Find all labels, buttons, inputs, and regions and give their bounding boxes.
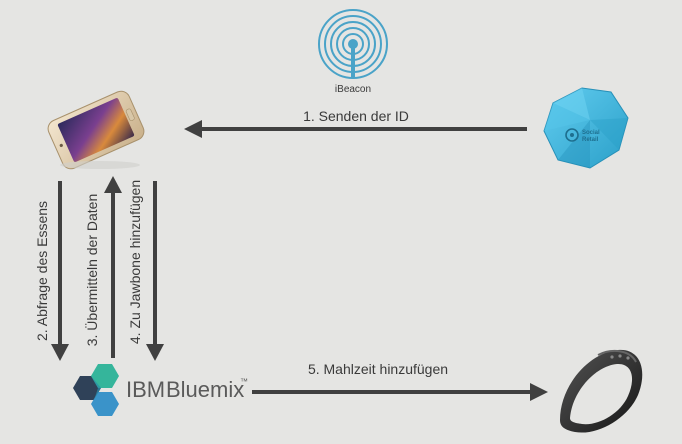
bluemix-logo-icon: [73, 364, 119, 416]
arrow-send-id: [184, 120, 527, 138]
ibeacon-caption: iBeacon: [335, 84, 371, 95]
smartphone-icon: [47, 90, 145, 170]
label-step4: 4. Zu Jawbone hinzufügen: [127, 180, 143, 344]
label-step5: 5. Mahlzeit hinzufügen: [308, 361, 448, 377]
label-step2: 2. Abfrage des Essens: [34, 201, 50, 341]
arrow-add-meal: [252, 383, 548, 401]
jawbone-band-icon: [560, 349, 643, 433]
arrow-request-food: [51, 181, 69, 361]
label-step3: 3. Übermitteln der Daten: [83, 194, 100, 347]
bluemix-tm: ™: [240, 377, 248, 386]
beacon-brand-line1: Social: [582, 130, 600, 136]
arrow-add-to-jawbone: [146, 181, 164, 361]
label-step1: 1. Senden der ID: [303, 108, 409, 124]
beacon-brand-line2: Retail: [582, 137, 599, 143]
ibeacon-icon: [318, 9, 388, 79]
beacon-device-icon: Social Retail: [543, 87, 629, 169]
arrow-transmit-data: [104, 176, 122, 358]
bluemix-ibm: IBM: [126, 377, 165, 402]
bluemix-name: Bluemix: [166, 377, 244, 402]
